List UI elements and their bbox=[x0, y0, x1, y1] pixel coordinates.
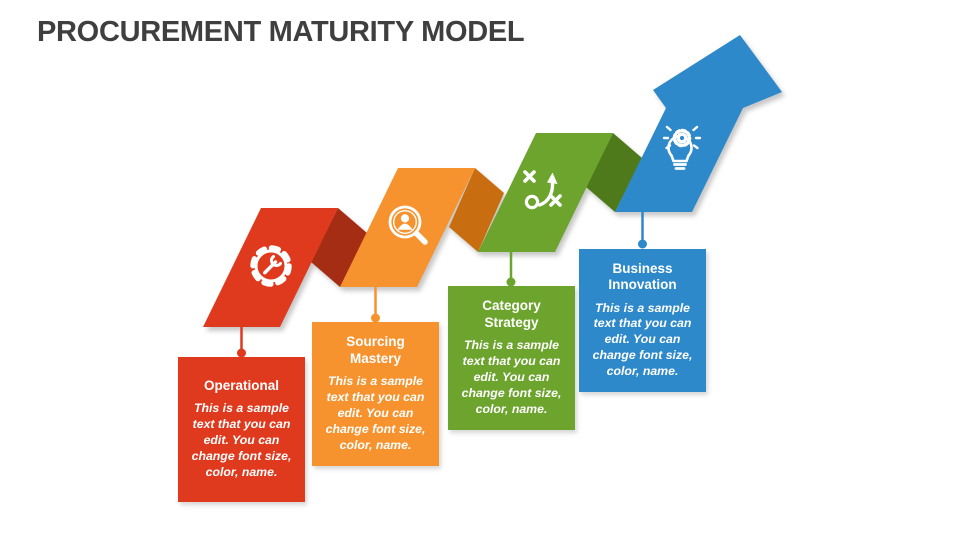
strategy-icon bbox=[523, 170, 562, 210]
stage-title: Business Innovation bbox=[608, 260, 677, 293]
connector-dot bbox=[371, 313, 380, 323]
stage-body: This is a sample text that you can edit.… bbox=[191, 401, 292, 480]
fold-sourcing bbox=[449, 168, 504, 252]
gear-wrench-icon bbox=[250, 245, 292, 287]
connector-dot bbox=[237, 348, 246, 358]
connector-dot bbox=[638, 239, 647, 249]
stage-box-sourcing: Sourcing Mastery This is a sample text t… bbox=[312, 322, 439, 466]
stage-box-operational: Operational This is a sample text that y… bbox=[178, 357, 305, 502]
connectors bbox=[237, 212, 647, 358]
stage-body: This is a sample text that you can edit.… bbox=[592, 300, 693, 379]
strip-category bbox=[478, 133, 613, 252]
candidate-search-icon bbox=[388, 205, 428, 245]
page-title: PROCUREMENT MATURITY MODEL bbox=[37, 16, 525, 48]
stage-box-category: Category Strategy This is a sample text … bbox=[448, 286, 575, 430]
stage-title: Sourcing Mastery bbox=[346, 334, 405, 366]
stage-box-innovation: Business Innovation This is a sample tex… bbox=[579, 249, 706, 392]
fold-operational bbox=[311, 208, 367, 287]
stage-title: Operational bbox=[203, 377, 279, 393]
fold-category bbox=[586, 133, 642, 212]
growth-arrow bbox=[615, 35, 782, 212]
stage-body: This is a sample text that you can edit.… bbox=[325, 374, 426, 452]
stage-title: Category Strategy bbox=[482, 298, 541, 330]
innovation-bulb-icon bbox=[662, 125, 702, 170]
stage-body: This is a sample text that you can edit.… bbox=[461, 338, 562, 416]
connector-dot bbox=[506, 277, 516, 287]
